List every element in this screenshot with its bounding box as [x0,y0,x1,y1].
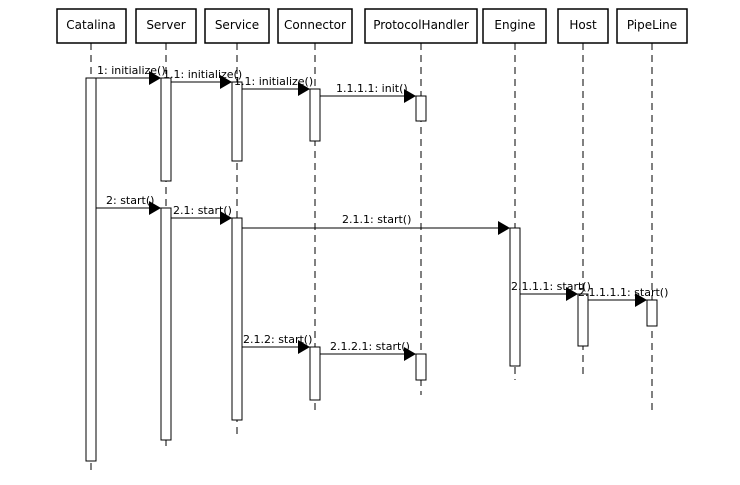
arrowhead-icon [404,89,416,103]
message-init: 1.1.1.1: init() [320,82,416,103]
message-label: 2.1.1: start() [342,213,411,226]
activation-service [231,81,243,162]
activation-service [231,217,243,421]
participant-engine: Engine [482,8,547,44]
participant-service: Service [204,8,270,44]
activation-server [160,207,172,441]
activation-connector [309,88,321,142]
message-start: 2.1.1.1: start() [511,280,591,301]
arrowhead-icon [220,211,232,225]
participant-pipeline: PipeLine [616,8,688,44]
arrowhead-icon [566,287,578,301]
activation-host [577,293,589,347]
message-start: 2.1.1: start() [242,213,510,235]
message-label: 2.1.1.1.1: start() [578,286,668,299]
participant-server: Server [135,8,197,44]
activation-pipeline [646,299,658,327]
arrowhead-icon [404,347,416,361]
participant-protocolhandler: ProtocolHandler [364,8,478,44]
message-initialize: 1: initialize() [96,64,166,85]
message-label: 1: initialize() [97,64,166,77]
message-initialize: 1.1: initialize() [163,68,242,89]
participants: Catalina Server Service Connector Protoc… [56,8,688,44]
message-initialize: 1.1: initialize() [234,75,313,96]
activation-connector [309,346,321,401]
participant-label: Catalina [66,18,115,32]
arrowhead-icon [149,71,161,85]
participant-label: PipeLine [627,18,677,32]
message-label: 2: start() [106,194,154,207]
message-start: 2.1.2: start() [242,333,312,354]
participant-catalina: Catalina [56,8,127,44]
participant-connector: Connector [277,8,353,44]
message-start: 2: start() [96,194,161,215]
message-label: 1.1: initialize() [163,68,242,81]
participant-label: Engine [494,18,535,32]
message-label: 1.1: initialize() [234,75,313,88]
arrowhead-icon [220,75,232,89]
activation-protocolhandler [415,95,427,122]
message-label: 2.1.2: start() [243,333,312,346]
participant-label: Server [146,18,185,32]
message-label: 2.1: start() [173,204,232,217]
activation-server [160,77,172,182]
message-start: 2.1: start() [171,204,232,225]
arrowhead-icon [298,340,310,354]
message-start: 2.1.2.1: start() [320,340,416,361]
arrowhead-icon [635,293,647,307]
participant-host: Host [557,8,609,44]
arrowhead-icon [149,201,161,215]
participant-label: Host [569,18,597,32]
participant-label: ProtocolHandler [373,18,469,32]
message-start: 2.1.1.1.1: start() [578,286,668,307]
messages: 1: initialize() 1.1: initialize() 1.1: i… [96,64,668,361]
lifelines [90,43,653,470]
activations [85,77,658,462]
message-label: 1.1.1.1: init() [336,82,408,95]
arrowhead-icon [298,82,310,96]
arrowhead-icon [498,221,510,235]
message-label: 2.1.1.1: start() [511,280,591,293]
message-label: 2.1.2.1: start() [330,340,410,353]
activation-protocolhandler [415,353,427,381]
activation-engine [509,227,521,367]
activation-catalina [85,77,97,462]
participant-label: Service [215,18,259,32]
participant-label: Connector [284,18,346,32]
